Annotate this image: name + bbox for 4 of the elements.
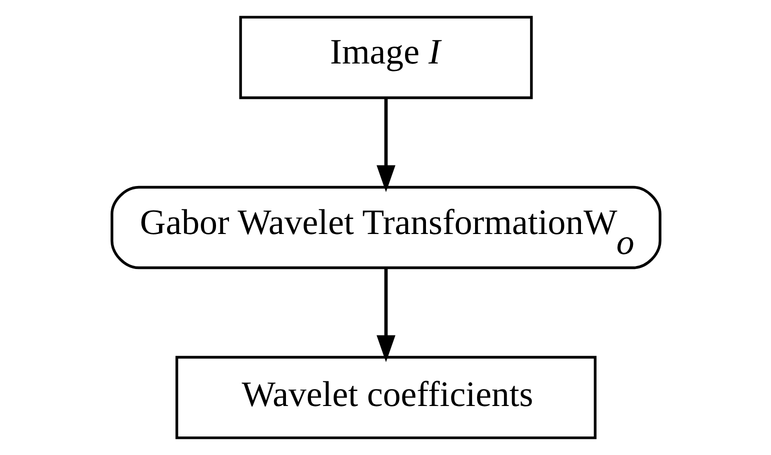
- node-box: Wavelet coefficients: [174, 356, 596, 440]
- arrow: [376, 268, 395, 362]
- node-box: Image I: [238, 16, 532, 100]
- arrow: [376, 98, 395, 192]
